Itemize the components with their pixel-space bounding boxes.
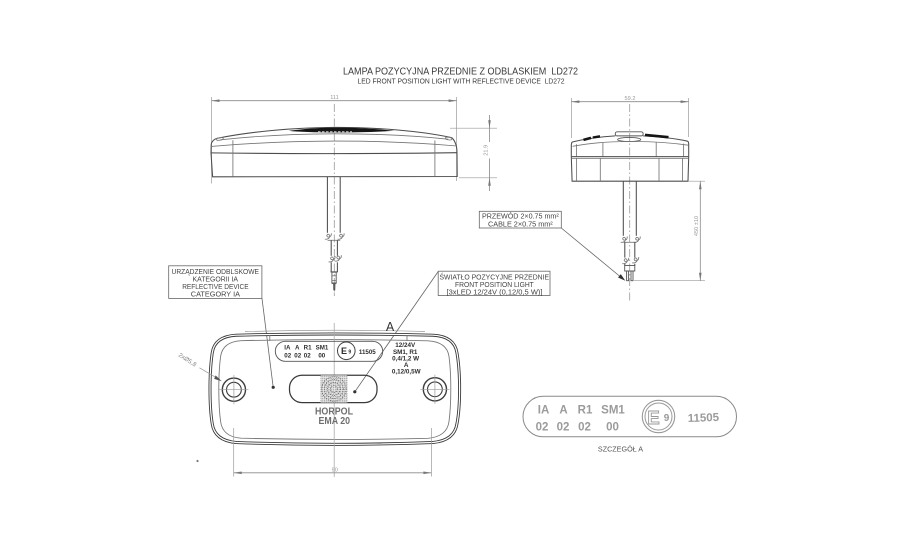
svg-text:REFLECTIVE DEVICE: REFLECTIVE DEVICE — [182, 282, 249, 291]
svg-text:LAMPA POZYCYJNA PRZEDNIE Z ODB: LAMPA POZYCYJNA PRZEDNIE Z ODBLASKIEM LD… — [343, 67, 578, 78]
svg-text:02: 02 — [294, 353, 301, 360]
svg-text:90: 90 — [332, 467, 338, 473]
svg-text:111: 111 — [330, 95, 339, 101]
svg-text:0,12/0,5W: 0,12/0,5W — [392, 369, 421, 376]
svg-text:CABLE 2×0.75 mm²: CABLE 2×0.75 mm² — [488, 219, 553, 228]
svg-text:ŚWIATŁO POZYCYJNE PRZEDNIE: ŚWIATŁO POZYCYJNE PRZEDNIE — [440, 272, 550, 281]
svg-text:CATEGORY IA: CATEGORY IA — [191, 290, 240, 299]
svg-text:11505: 11505 — [688, 412, 720, 425]
svg-text:SM1: SM1 — [601, 405, 625, 417]
svg-text:A: A — [386, 320, 395, 334]
svg-text:FRONT POSITION LIGHT: FRONT POSITION LIGHT — [455, 280, 534, 289]
svg-text:450 ±10: 450 ±10 — [694, 216, 700, 236]
svg-text:A: A — [295, 344, 300, 351]
svg-text:11505: 11505 — [359, 349, 376, 356]
svg-text:02: 02 — [304, 353, 311, 360]
svg-text:[3xLED 12/24V (0,12/0,5 W)]: [3xLED 12/24V (0,12/0,5 W)] — [447, 288, 543, 297]
svg-text:KATEGORII IA: KATEGORII IA — [193, 274, 239, 283]
svg-text:02: 02 — [284, 353, 291, 360]
svg-text:SM1: SM1 — [316, 344, 329, 351]
svg-text:21.9: 21.9 — [484, 145, 490, 156]
svg-text:IA: IA — [538, 405, 550, 417]
svg-text:12/24V: 12/24V — [395, 342, 416, 349]
svg-text:0,4/1,2 W: 0,4/1,2 W — [392, 356, 419, 363]
svg-text:R1: R1 — [578, 405, 593, 417]
svg-text:00: 00 — [318, 353, 325, 360]
svg-text:02: 02 — [578, 422, 591, 434]
svg-text:EMA 20: EMA 20 — [319, 416, 351, 427]
svg-text:E: E — [647, 407, 659, 428]
svg-text:R1: R1 — [304, 344, 312, 351]
svg-text:02: 02 — [557, 422, 570, 434]
svg-text:LED FRONT POSITION LIGHT WITH: LED FRONT POSITION LIGHT WITH REFLECTIVE… — [358, 76, 565, 85]
svg-text:00: 00 — [606, 422, 619, 434]
svg-text:IA: IA — [284, 344, 291, 351]
svg-text:02: 02 — [536, 422, 549, 434]
svg-text:9: 9 — [348, 349, 351, 355]
svg-text:PRZEWÓD 2×0.75 mm²: PRZEWÓD 2×0.75 mm² — [482, 212, 559, 221]
svg-text:HORPOL: HORPOL — [315, 406, 353, 417]
svg-text:E: E — [341, 346, 347, 356]
svg-text:URZĄDZENIE ODBLSKOWE: URZĄDZENIE ODBLSKOWE — [172, 267, 260, 276]
svg-text:A: A — [404, 362, 409, 369]
svg-text:9: 9 — [664, 413, 670, 424]
svg-text:SZCZEGÓŁ A: SZCZEGÓŁ A — [598, 444, 643, 453]
svg-text:59.2: 59.2 — [625, 96, 636, 102]
svg-text:SM1, R1: SM1, R1 — [393, 349, 418, 356]
svg-text:A: A — [559, 405, 567, 417]
